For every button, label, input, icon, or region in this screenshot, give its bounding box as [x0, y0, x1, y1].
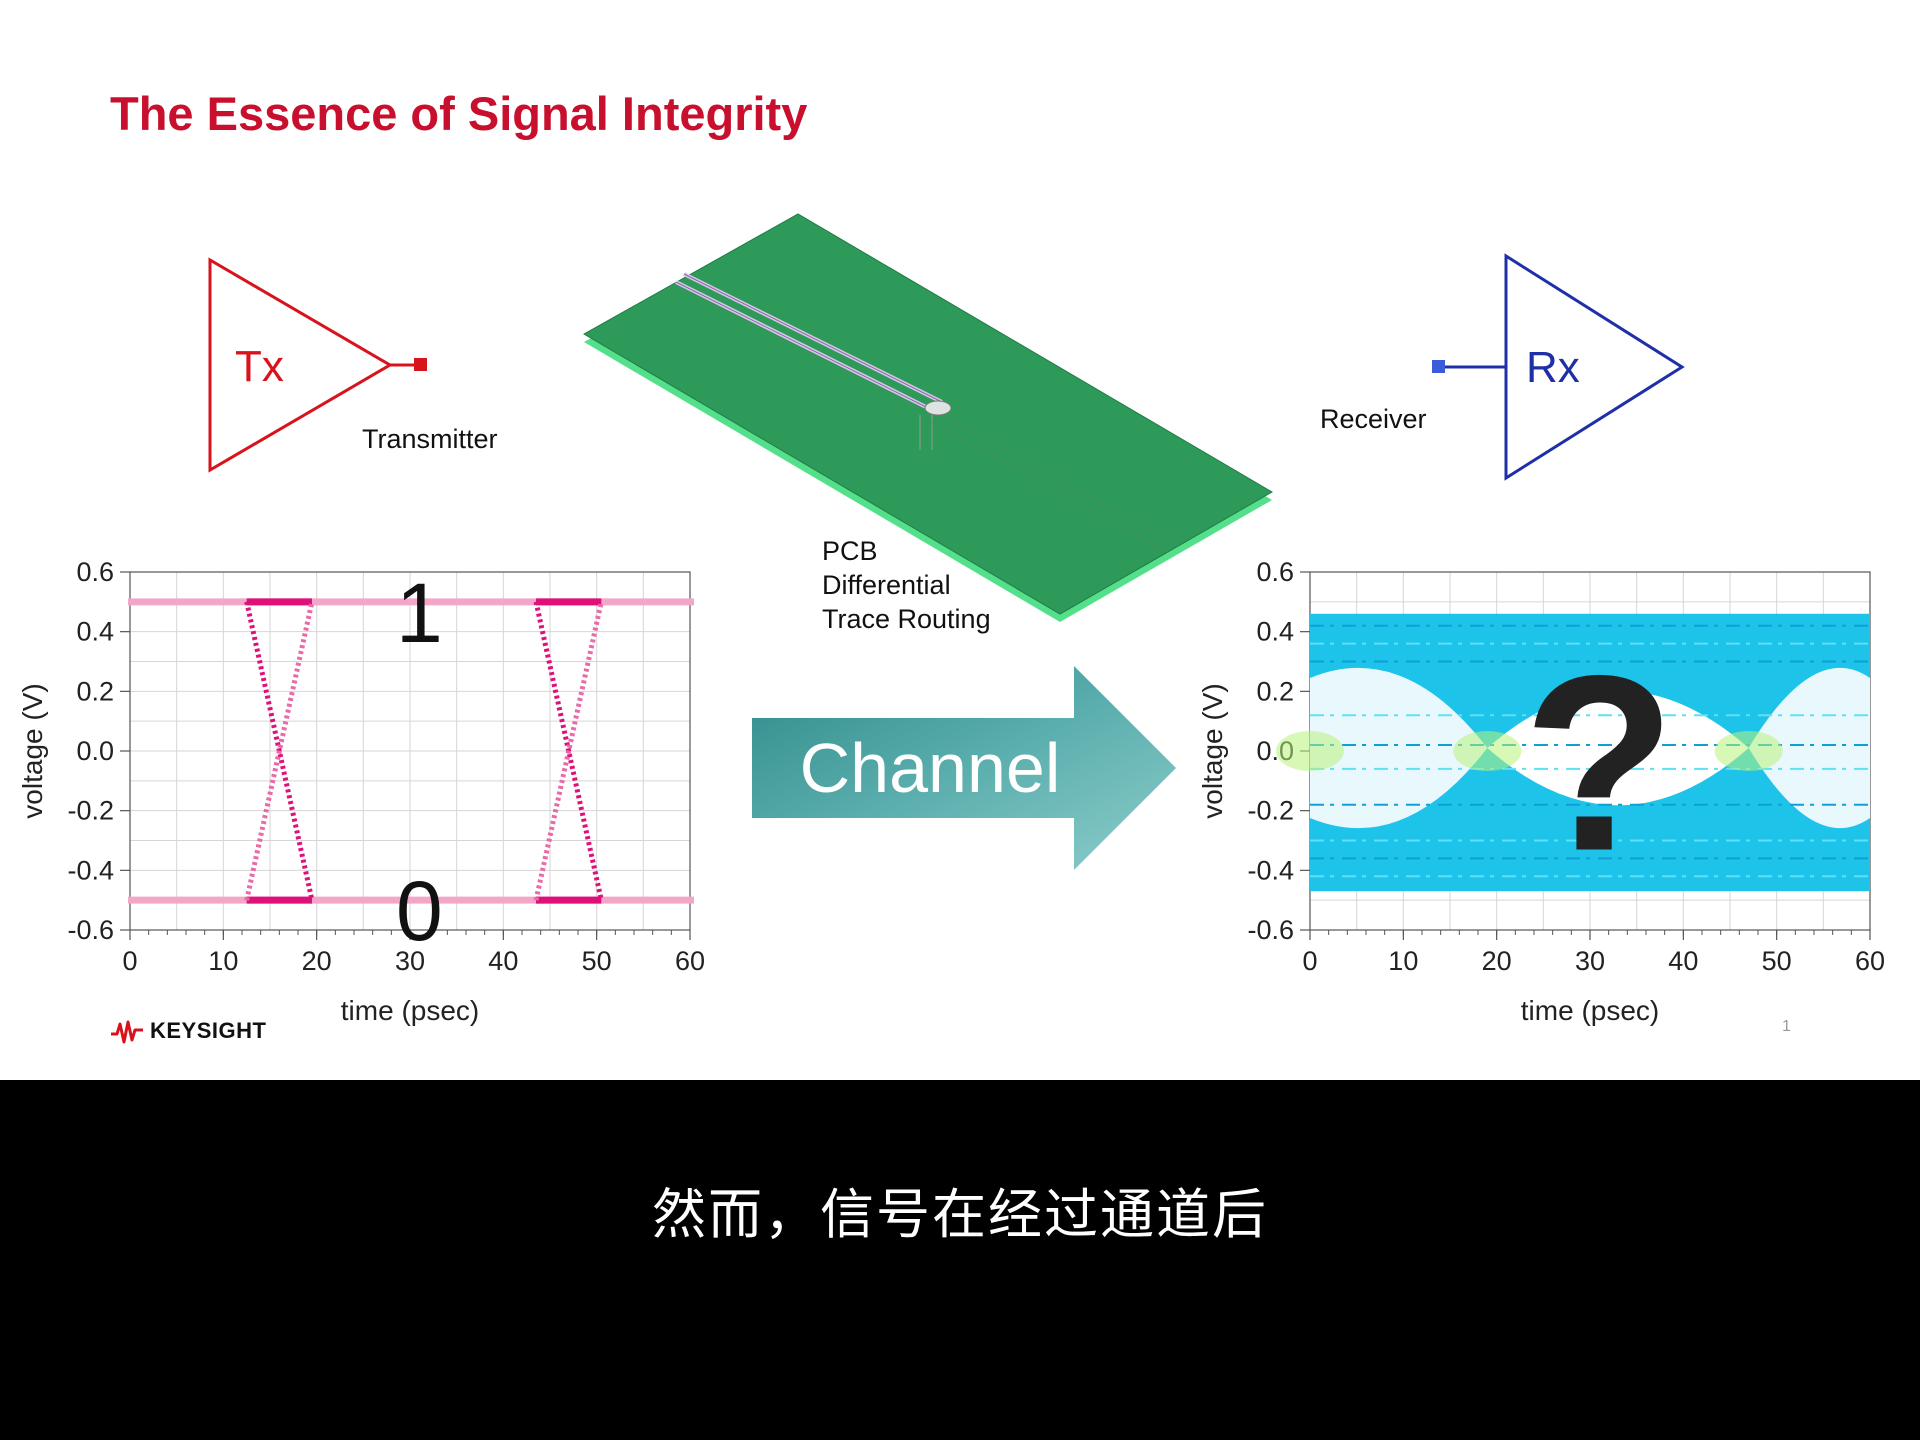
- rx-x-tick-label: 60: [1855, 946, 1885, 976]
- rx-x-tick-label: 40: [1668, 946, 1698, 976]
- pcb-trace-2-edge: [675, 281, 933, 411]
- keysight-logo: KEYSIGHT: [110, 1018, 266, 1044]
- tx-x-tick-label: 60: [675, 946, 705, 976]
- rx-x-tick-label: 50: [1762, 946, 1792, 976]
- rx-eye-opening: [1487, 690, 1749, 806]
- rx-pin: [1432, 360, 1445, 373]
- pcb-label-line: Differential: [822, 570, 951, 600]
- rx-y-tick-label: 0.2: [1256, 676, 1294, 706]
- rx-y-axis-label: voltage (V): [1197, 683, 1228, 818]
- rx-x-tick-label: 20: [1482, 946, 1512, 976]
- page-number: 1: [1782, 1018, 1791, 1035]
- pcb-trace-1-edge: [683, 273, 943, 403]
- rx-symbol-text: Rx: [1526, 343, 1580, 392]
- tx-rising-edge: [244, 601, 315, 901]
- subtitle-bar: [0, 1080, 1920, 1440]
- tx-y-axis-label: voltage (V): [17, 683, 48, 818]
- rx-y-tick-label: -0.2: [1247, 796, 1294, 826]
- rx-x-tick-label: 30: [1575, 946, 1605, 976]
- slide-title: The Essence of Signal Integrity: [110, 87, 808, 140]
- tx-x-tick-label: 50: [582, 946, 612, 976]
- rx-eye-opening-partial: [1310, 667, 1488, 829]
- rx-crossing-point: [1453, 731, 1522, 771]
- pcb-via-pad: [924, 400, 952, 416]
- tx-y-tick-label: -0.6: [67, 915, 114, 945]
- tx-y-tick-label: 0.4: [76, 617, 114, 647]
- rx-crossing-point: [1276, 731, 1344, 771]
- pcb-label-line: Trace Routing: [822, 604, 991, 634]
- transmitter-label: Transmitter: [362, 424, 498, 454]
- rx-crossing-point: [1714, 731, 1783, 771]
- rx-y-tick-label: -0.4: [1247, 855, 1294, 885]
- tx-x-tick-label: 10: [208, 946, 238, 976]
- tx-y-tick-label: 0.6: [76, 557, 114, 587]
- tx-rising-edge: [533, 601, 604, 901]
- pcb-label: PCB Differential Trace Routing: [822, 534, 991, 636]
- tx-y-tick-label: 0.0: [76, 736, 114, 766]
- rx-x-tick-label: 0: [1302, 946, 1317, 976]
- tx-symbol-text: Tx: [235, 342, 284, 391]
- rx-question-mark: ?: [1523, 623, 1676, 902]
- tx-x-tick-label: 20: [302, 946, 332, 976]
- channel-label: Channel: [800, 729, 1061, 807]
- pcb-inner-trace-2: [931, 421, 1169, 553]
- pcb-board-illustration: [582, 213, 1273, 622]
- channel-arrow: Channel: [752, 666, 1176, 870]
- channel-arrow-shape: [752, 666, 1176, 870]
- tx-x-tick-label: 40: [488, 946, 518, 976]
- tx-x-axis-label: time (psec): [341, 995, 479, 1026]
- tx-y-tick-label: -0.2: [67, 796, 114, 826]
- keysight-wave-icon: [111, 1020, 143, 1044]
- tx-pin: [414, 358, 427, 371]
- tx-triangle: [208, 257, 393, 473]
- tx-y-tick-label: -0.4: [67, 855, 114, 885]
- tx-bit-annotation: 1: [396, 566, 443, 660]
- rx-y-tick-label: 0.6: [1256, 557, 1294, 587]
- tx-bit-annotation: 0: [396, 864, 443, 958]
- pcb-label-line: PCB: [822, 536, 878, 566]
- rx-x-axis-label: time (psec): [1521, 995, 1659, 1026]
- rx-eye-opening-partial: [1748, 667, 1870, 829]
- pcb-inner-trace-1: [941, 415, 1179, 547]
- tx-x-tick-label: 0: [122, 946, 137, 976]
- transmitter-symbol: Tx: [208, 257, 427, 473]
- receiver-label: Receiver: [1320, 404, 1427, 434]
- rx-y-tick-label: -0.6: [1247, 915, 1294, 945]
- rx-y-tick-label: 0.4: [1256, 617, 1294, 647]
- slide: The Essence of Signal Integrity Tx Trans…: [0, 0, 1920, 1080]
- brand-name: KEYSIGHT: [150, 1018, 267, 1043]
- rx-x-tick-label: 10: [1388, 946, 1418, 976]
- subtitle-text: 然而，信号在经过通道后: [652, 1183, 1268, 1246]
- tx-y-tick-label: 0.2: [76, 676, 114, 706]
- tx-x-tick-label: 30: [395, 946, 425, 976]
- receiver-symbol: Rx: [1432, 253, 1685, 481]
